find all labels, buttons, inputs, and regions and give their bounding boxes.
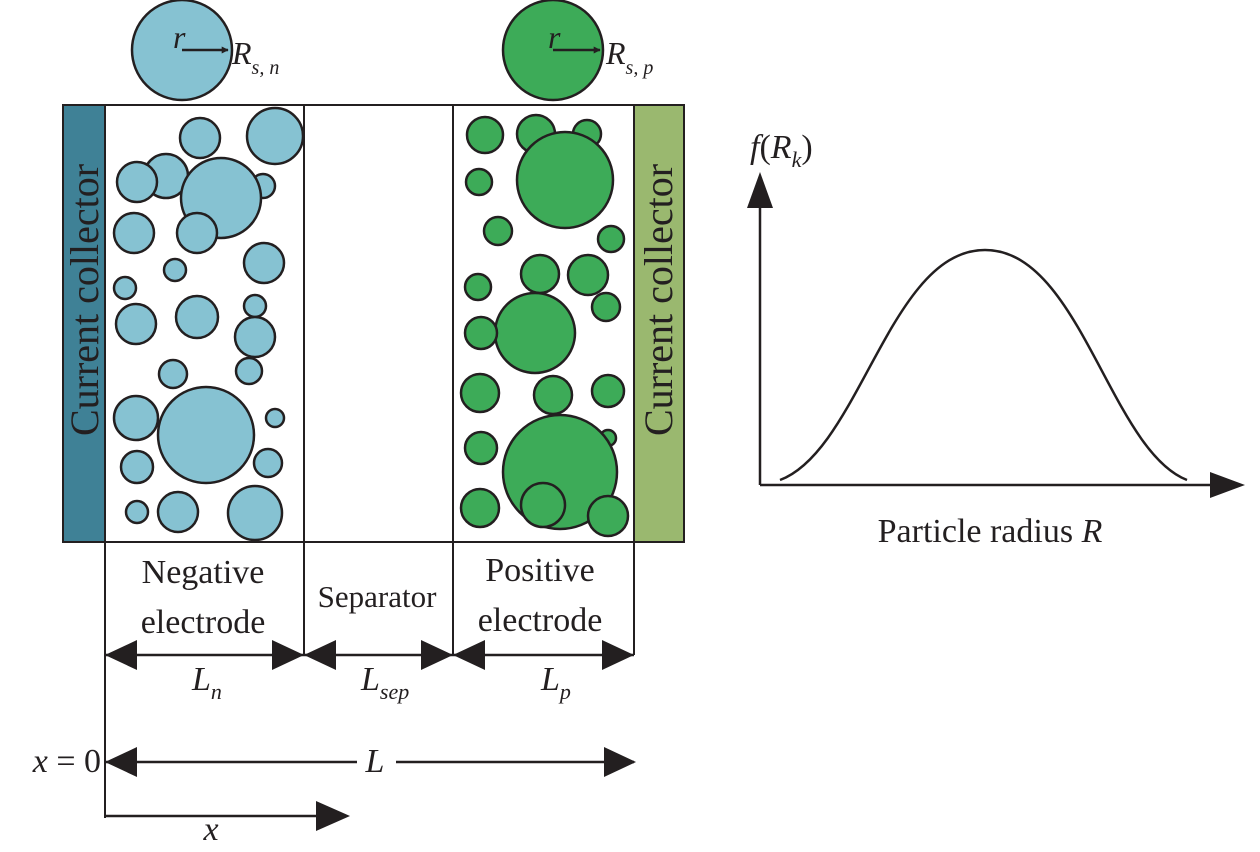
negative-particle	[234, 356, 264, 386]
distribution-plot: f(Rk) Particle radius R	[747, 129, 1245, 550]
positive-particle	[519, 253, 561, 295]
x-axis-label: x	[202, 811, 218, 848]
negative-particle	[252, 447, 284, 479]
positive-particle	[459, 372, 501, 414]
rsp-label: Rs, p	[605, 35, 653, 79]
positive-particle	[596, 224, 626, 254]
negative-particle	[115, 160, 159, 204]
negative-particle	[124, 499, 150, 525]
negative-particle	[119, 449, 155, 485]
negative-particle	[162, 257, 188, 283]
positive-particle	[515, 130, 615, 230]
positive-particle	[493, 291, 577, 375]
positive-particle	[519, 481, 567, 529]
lp-arrowhead-right	[602, 640, 634, 670]
dimension-extension-lines	[104, 542, 635, 818]
positive-particle	[482, 215, 514, 247]
ln-label: Ln	[191, 661, 222, 704]
lp-label: Lp	[540, 661, 571, 704]
positive-particle	[463, 272, 493, 302]
positive-representative-particle: r Rs, p	[501, 0, 653, 102]
negative-particle	[264, 407, 286, 429]
negative-particle	[233, 315, 277, 359]
negative-particle	[156, 490, 200, 534]
l-total-label: L	[365, 743, 385, 780]
negative-particle	[112, 211, 156, 255]
lsep-arrowhead-right	[421, 640, 453, 670]
lp-arrowhead-left	[453, 640, 485, 670]
positive-particle	[532, 374, 574, 416]
negative-particle	[114, 302, 158, 346]
ln-arrowhead-right	[272, 640, 304, 670]
negative-particle	[242, 293, 268, 319]
positive-particle	[586, 494, 630, 538]
r-symbol-positive: r	[548, 19, 561, 55]
distribution-y-label: f(Rk)	[750, 129, 813, 172]
positive-particle	[590, 291, 622, 323]
rsn-label: Rs, n	[231, 35, 279, 79]
negative-particle	[242, 241, 286, 285]
current-collector-right-label: Current collector	[636, 164, 681, 436]
negative-representative-particle: r Rs, n	[130, 0, 279, 102]
negative-particle	[157, 358, 189, 390]
current-collector-left-label: Current collector	[62, 164, 107, 436]
r-symbol-negative: r	[173, 19, 186, 55]
x-zero-label: x = 0	[32, 743, 101, 780]
dimension-arrows	[105, 640, 636, 831]
positive-particles	[459, 113, 630, 538]
distribution-curve	[779, 248, 1188, 482]
separator-label: Separator	[318, 579, 437, 614]
negative-particle	[112, 275, 138, 301]
positive-particle	[590, 373, 626, 409]
positive-electrode-label-line2: electrode	[478, 602, 603, 639]
l-arrowhead-left	[105, 747, 137, 777]
ln-arrowhead-left	[105, 640, 137, 670]
distribution-x-arrowhead	[1210, 472, 1245, 498]
distribution-y-arrowhead	[747, 172, 773, 208]
positive-particle	[464, 167, 494, 197]
separator-region	[303, 104, 454, 543]
negative-electrode-label-line2: electrode	[141, 604, 266, 641]
lsep-arrowhead-left	[304, 640, 336, 670]
positive-electrode-label-line1: Positive	[485, 552, 595, 589]
positive-particle	[459, 487, 501, 529]
negative-particle	[174, 294, 220, 340]
x-axis-arrowhead	[316, 801, 350, 831]
negative-particle	[226, 484, 284, 542]
negative-particle	[156, 385, 256, 485]
positive-particle	[566, 253, 610, 297]
negative-electrode-label-line1: Negative	[142, 554, 265, 591]
negative-particles	[112, 106, 305, 542]
negative-particle	[175, 211, 219, 255]
positive-particle	[463, 430, 499, 466]
distribution-x-label: Particle radius R	[878, 513, 1103, 550]
negative-current-collector	[62, 104, 106, 543]
positive-particle	[463, 315, 499, 351]
negative-particle	[245, 106, 305, 166]
positive-electrode-region	[452, 104, 635, 543]
positive-particle	[465, 115, 505, 155]
l-arrowhead-right	[604, 747, 636, 777]
negative-particle	[112, 394, 160, 442]
lsep-label: Lsep	[360, 661, 409, 704]
positive-current-collector	[633, 104, 685, 543]
negative-particle	[178, 116, 222, 160]
